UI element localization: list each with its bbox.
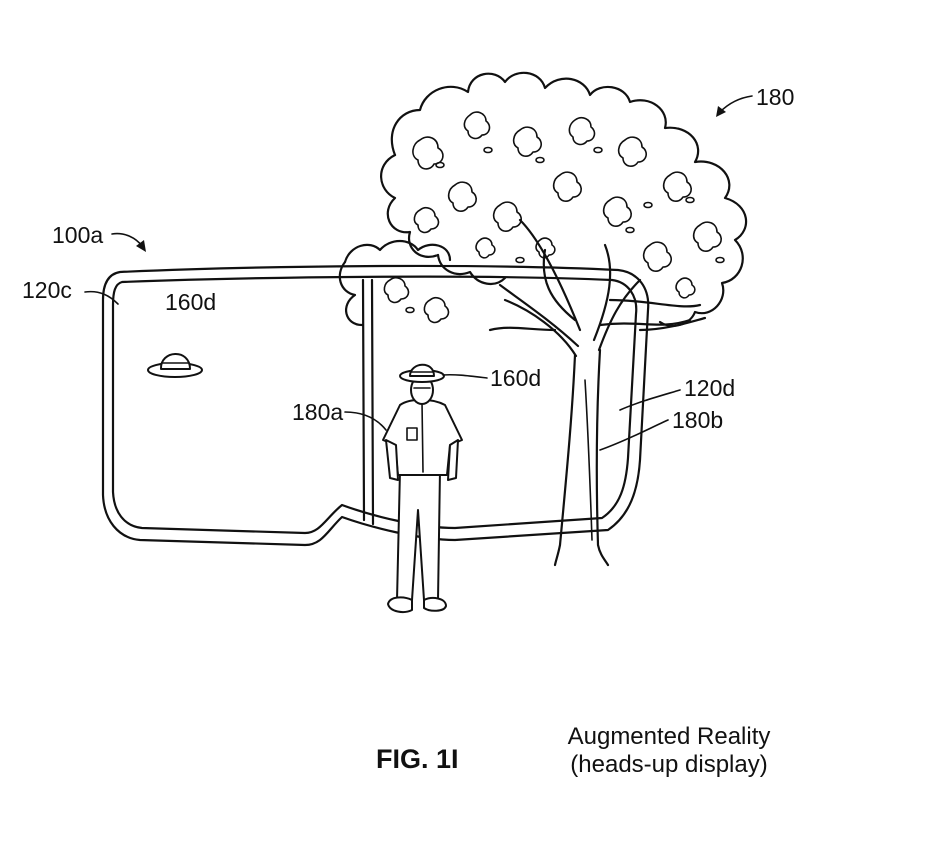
label-virtual-hat-right: 160d <box>490 365 541 391</box>
label-device: 100a <box>52 222 103 248</box>
label-person: 180a <box>292 399 343 425</box>
figure-number: FIG. 1I <box>376 744 459 774</box>
label-tree: 180 <box>756 84 794 110</box>
label-right-display: 120d <box>684 375 735 401</box>
display-device-100a <box>101 264 650 547</box>
person-180a <box>382 363 463 613</box>
virtual-hat-icon <box>147 353 203 378</box>
caption-line-1: Augmented Reality <box>568 723 771 750</box>
caption-line-2: (heads-up display) <box>570 751 767 778</box>
label-left-display: 120c <box>22 277 72 303</box>
label-tree-trunk: 180b <box>672 407 723 433</box>
label-virtual-hat-left: 160d <box>165 289 216 315</box>
leader-lines <box>84 95 753 451</box>
